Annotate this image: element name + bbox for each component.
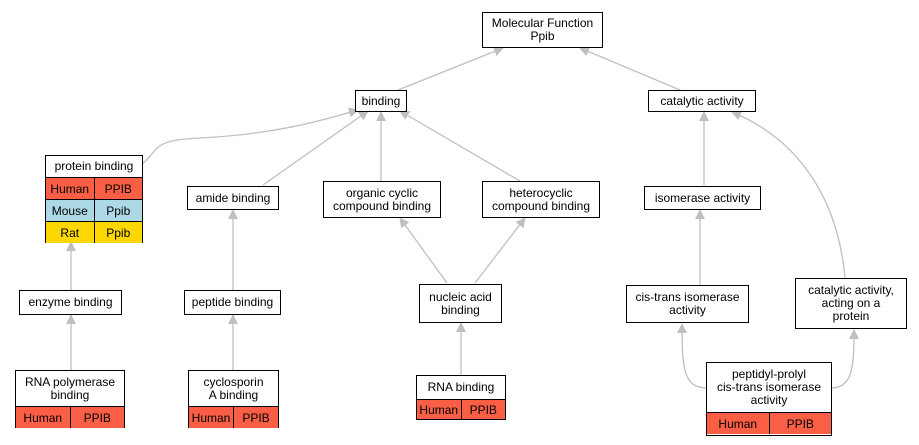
gene-symbol: Ppib <box>93 222 143 243</box>
species-name: Human <box>191 410 231 425</box>
node-rna-polymerase-binding[interactable]: RNA polymerase binding Human PPIB <box>15 370 125 428</box>
species-name: Rat <box>60 225 80 240</box>
species-row-mouse: Mouse Ppib <box>46 199 142 221</box>
node-amide-binding[interactable]: amide binding <box>187 186 279 210</box>
edge-protein-binding-to-binding <box>141 107 359 165</box>
node-label: Molecular Function Ppib <box>491 16 594 43</box>
node-label: organic cyclic compound binding <box>332 185 432 213</box>
gene-symbol: PPIB <box>69 407 125 428</box>
node-label: catalytic activity <box>660 93 744 108</box>
edge-binding-to-root <box>397 46 504 91</box>
species-row-human: Human PPIB <box>46 177 142 199</box>
edge-hetero-to-binding <box>399 110 521 182</box>
node-peptide-binding[interactable]: peptide binding <box>184 290 281 315</box>
species-row-human: Human PPIB <box>707 412 831 434</box>
node-rna-binding[interactable]: RNA binding Human PPIB <box>416 375 506 420</box>
species-name: Human <box>50 181 90 196</box>
node-label: catalytic activity, acting on a protein <box>808 283 894 323</box>
node-label: amide binding <box>195 190 271 205</box>
species-name: Human <box>419 402 459 417</box>
node-label: nucleic acid binding <box>429 289 492 317</box>
gene-symbol: PPIB <box>768 413 832 434</box>
gene-symbol: PPIB <box>93 178 143 199</box>
edge-peptidyl-to-cistrans <box>677 323 708 389</box>
gene-symbol: PPIB <box>460 400 506 419</box>
species-row-rat: Rat Ppib <box>46 221 142 243</box>
node-protein-binding[interactable]: protein binding Human PPIB Mouse Ppib Ra… <box>45 155 143 243</box>
species-name: Mouse <box>51 203 88 218</box>
node-catalytic-activity-acting-on-protein[interactable]: catalytic activity, acting on a protein <box>795 278 907 329</box>
node-label: RNA polymerase binding <box>24 374 116 402</box>
node-label: RNA binding <box>427 380 495 394</box>
node-molecular-function[interactable]: Molecular Function Ppib <box>482 12 603 48</box>
species-row-human: Human PPIB <box>189 406 278 428</box>
node-catalytic-activity[interactable]: catalytic activity <box>648 90 756 112</box>
node-organic-cyclic-compound-binding[interactable]: organic cyclic compound binding <box>323 181 441 218</box>
gene-symbol: PPIB <box>233 407 278 428</box>
node-cyclosporin-a-binding[interactable]: cyclosporin A binding Human PPIB <box>188 370 279 428</box>
node-label: peptide binding <box>191 295 274 309</box>
edge-peptidyl-to-catprotein <box>829 329 859 389</box>
node-nucleic-acid-binding[interactable]: nucleic acid binding <box>419 284 502 323</box>
species-row-human: Human PPIB <box>417 399 505 419</box>
edge-catalytic-to-root <box>579 46 681 91</box>
node-label: binding <box>361 93 401 108</box>
node-label: heterocyclic compound binding <box>491 185 591 213</box>
edge-nucleic-to-hetero <box>474 217 526 284</box>
node-peptidyl-prolyl-cis-trans-isomerase-activity[interactable]: peptidyl-prolyl cis-trans isomerase acti… <box>706 362 832 436</box>
node-enzyme-binding[interactable]: enzyme binding <box>19 290 122 315</box>
species-row-human: Human PPIB <box>16 406 124 428</box>
edge-nucleic-to-organic <box>399 217 448 284</box>
node-heterocyclic-compound-binding[interactable]: heterocyclic compound binding <box>482 181 600 218</box>
node-cis-trans-isomerase-activity[interactable]: cis-trans isomerase activity <box>626 285 749 323</box>
node-label: enzyme binding <box>28 295 113 309</box>
node-label: cis-trans isomerase activity <box>635 290 740 317</box>
edge-amide-to-binding <box>262 110 369 186</box>
node-label: peptidyl-prolyl cis-trans isomerase acti… <box>716 367 822 407</box>
node-binding[interactable]: binding <box>355 90 407 112</box>
species-name: Human <box>718 416 758 431</box>
node-label: cyclosporin A binding <box>203 374 264 402</box>
gene-symbol: Ppib <box>93 200 143 221</box>
node-isomerase-activity[interactable]: isomerase activity <box>644 186 761 210</box>
node-label: protein binding <box>54 159 134 173</box>
species-name: Human <box>23 410 63 425</box>
node-label: isomerase activity <box>654 190 751 205</box>
